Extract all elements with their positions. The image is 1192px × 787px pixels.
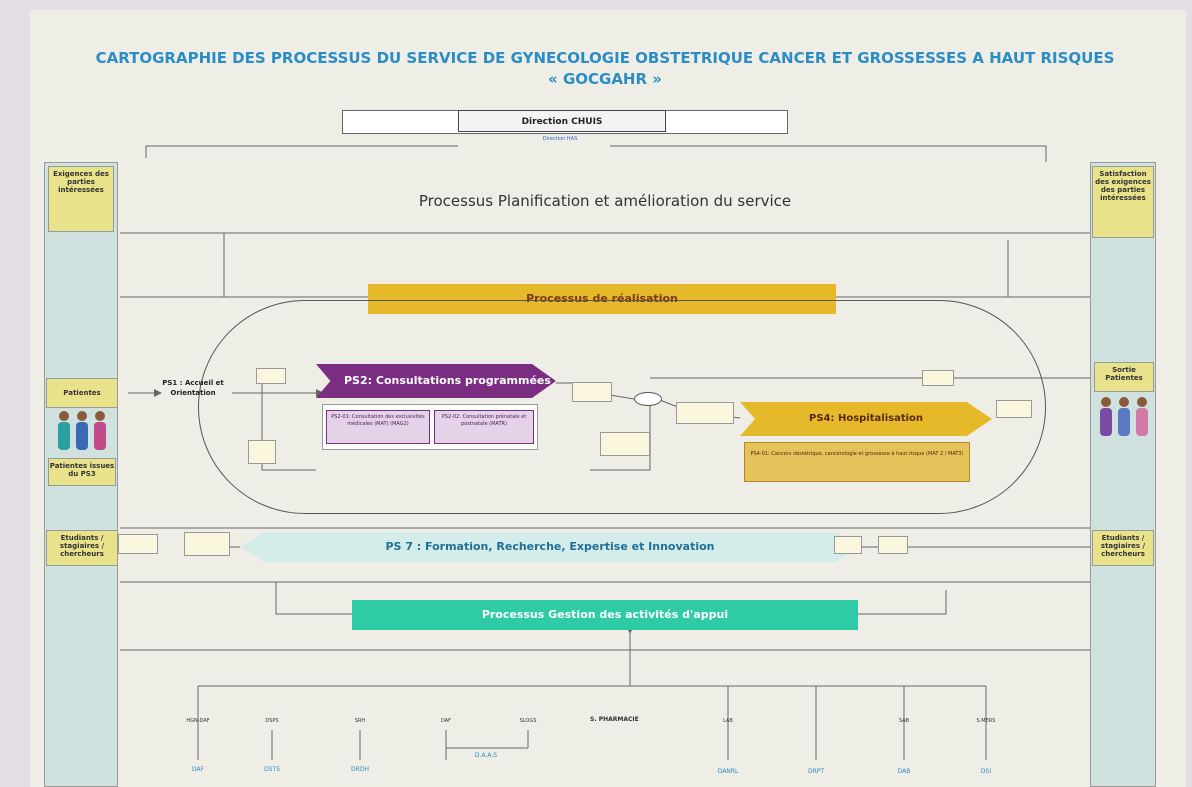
support-label: S.MERS (976, 718, 996, 724)
decision-node (634, 392, 662, 406)
direction-box: Direction CHUIS (458, 110, 666, 132)
note-box-students-in (118, 534, 158, 554)
title-line-2: « GOCGAHR » (548, 70, 662, 88)
direction-sublabel: Direction HAS (542, 136, 578, 142)
title-line-1: CARTOGRAPHIE DES PROCESSUS DU SERVICE DE… (95, 49, 1115, 67)
ps2-consultations-arrow: PS2: Consultations programmées (316, 364, 556, 398)
ps1-accueil-label: PS1 : Accueil et Orientation (162, 379, 224, 397)
note-box-ps1 (256, 368, 286, 384)
right-column-header: Satisfaction des exigences des parties i… (1092, 166, 1154, 238)
support-bottom-label: DRDH (351, 766, 369, 773)
support-label: SRH (354, 718, 366, 724)
realisation-process-bar: Processus de réalisation (368, 284, 836, 314)
note-box-transfer (600, 432, 650, 456)
right-column (1090, 162, 1156, 787)
note-box-exit (996, 400, 1032, 418)
ps4-hospitalisation-arrow: PS4: Hospitalisation (740, 402, 992, 436)
support-bottom-label: DAF (191, 766, 205, 773)
support-label: DAF (440, 718, 452, 724)
right-students-label: Etudiants / stagiaires / chercheurs (1092, 530, 1154, 566)
exit-patients-label: Sortie Patientes (1094, 362, 1154, 392)
support-label: LAB (723, 718, 733, 724)
support-bottom-label: D.A.A.S (474, 752, 498, 759)
support-bottom-label: DSI (980, 768, 992, 775)
pharmacy-label: S. PHARMACIE (590, 716, 639, 723)
note-box-consult-out (572, 382, 612, 402)
realisation-oval (198, 300, 1046, 514)
planning-process-label: Processus Planification et amélioration … (418, 192, 792, 210)
support-label: SAB (898, 718, 910, 724)
support-label: DSPS (265, 718, 279, 724)
support-bottom-label: DSTS (264, 766, 280, 773)
left-students-label: Etudiants / stagiaires / chercheurs (46, 530, 118, 566)
satisfaction-measure-note: ​ (958, 270, 1038, 276)
exit-patients-figures-icon (1096, 396, 1152, 436)
support-process-bar: Processus Gestion des activités d'appui (352, 600, 858, 630)
ps2-02-box: PS2-02: Consultation prénatale et postna… (434, 410, 534, 444)
support-bottom-label: DAB (897, 768, 911, 775)
note-box-orientation (248, 440, 276, 464)
patients-label: Patientes (46, 378, 118, 408)
patients-ps3-label: Patientes issues du PS3 (48, 458, 116, 486)
note-box-hospital-in (676, 402, 734, 424)
note-box-conventions (184, 532, 230, 556)
left-column-header: Exigences des parties intéressées (48, 166, 114, 232)
ps2-01-box: PS2-01: Consultation des exclusivités mé… (326, 410, 430, 444)
quality-policy-note: ​ (188, 280, 248, 286)
note-box-discharge (922, 370, 954, 386)
ps4-01-box: PS4-01: Cancers obstétrique, cancérologi… (744, 442, 970, 482)
note-box-results (834, 536, 862, 554)
patients-figures-icon (54, 410, 110, 450)
support-bottom-label: DRPT (807, 768, 825, 775)
ps7-formation-band: PS 7 : Formation, Recherche, Expertise e… (240, 532, 860, 562)
page-title: CARTOGRAPHIE DES PROCESSUS DU SERVICE DE… (60, 48, 1150, 90)
support-label: HGN-DAF (186, 718, 210, 724)
support-bottom-label: DANRL (717, 768, 739, 775)
note-box-validation (878, 536, 908, 554)
support-label: SLOGS (519, 718, 537, 724)
